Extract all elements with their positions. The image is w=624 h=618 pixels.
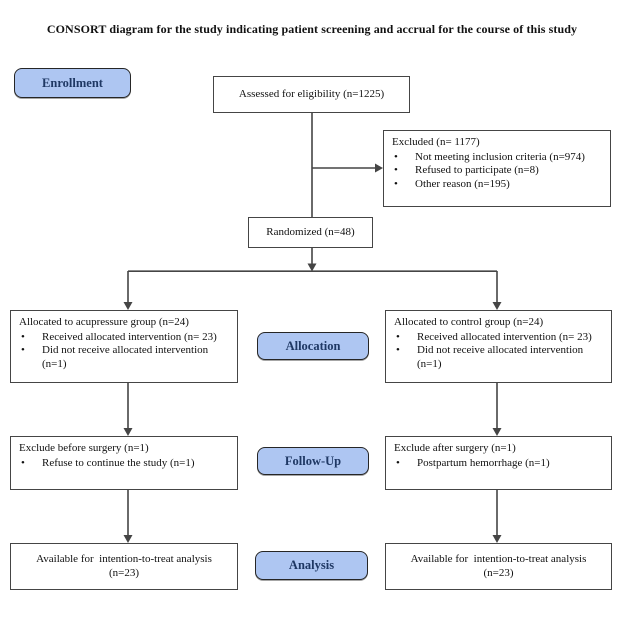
analysis-acupressure-text: Available for intention-to-treat analysi… (11, 544, 237, 589)
arrow-branch-to-acupressure (123, 271, 133, 310)
followup-control-heading: Exclude after surgery (n=1) (394, 442, 516, 454)
list-item: Other reason (n=195) (384, 178, 606, 192)
box-followup-acupressure: Exclude before surgery (n=1) Refuse to c… (10, 436, 238, 490)
followup-control-list: Postpartum hemorrhage (n=1) (386, 456, 611, 471)
excluded-list: Not meeting inclusion criteria (n=974) R… (384, 150, 610, 192)
arrow-branch-to-control (492, 271, 502, 310)
arrow-followup-to-analysis-right (492, 490, 502, 543)
allocated-acupressure-list: Received allocated intervention (n= 23) … (11, 330, 237, 372)
list-item: Did not receive allocated intervention (… (386, 344, 607, 371)
list-item: Did not receive allocated intervention (… (11, 344, 233, 371)
stage-label-allocation: Allocation (257, 332, 369, 360)
arrow-followup-to-analysis-left (123, 490, 133, 543)
excluded-heading: Excluded (n= 1177) (392, 136, 480, 148)
list-item: Received allocated intervention (n= 23) (386, 331, 607, 345)
allocated-control-list: Received allocated intervention (n= 23) … (386, 330, 611, 372)
stage-label-followup-text: Follow-Up (284, 453, 342, 468)
followup-acupressure-list: Refuse to continue the study (n=1) (11, 456, 237, 471)
box-analysis-acupressure: Available for intention-to-treat analysi… (10, 543, 238, 590)
analysis-line2: (n=23) (108, 566, 140, 579)
box-analysis-control: Available for intention-to-treat analysi… (385, 543, 612, 590)
arrow-to-excluded (312, 163, 383, 173)
assessed-text: Assessed for eligibility (n=1225) (238, 87, 385, 100)
followup-acupressure-heading: Exclude before surgery (n=1) (19, 442, 149, 454)
stage-label-allocation-text: Allocation (285, 338, 341, 353)
stage-label-enrollment-text: Enrollment (42, 75, 103, 90)
arrow-randomized-to-branch (307, 248, 317, 272)
list-item: Not meeting inclusion criteria (n=974) (384, 151, 606, 165)
randomized-text: Randomized (n=48) (266, 225, 355, 238)
analysis-control-text: Available for intention-to-treat analysi… (386, 544, 611, 589)
list-item: Refused to participate (n=8) (384, 164, 606, 178)
box-randomized: Randomized (n=48) (248, 217, 373, 248)
box-followup-control: Exclude after surgery (n=1) Postpartum h… (385, 436, 612, 490)
analysis-line2: (n=23) (483, 566, 514, 579)
allocated-control-heading: Allocated to control group (n=24) (394, 316, 544, 328)
stage-label-analysis-text: Analysis (288, 558, 335, 572)
list-item: Received allocated intervention (n= 23) (11, 331, 233, 345)
diagram-title: CONSORT diagram for the study indicating… (46, 22, 578, 36)
analysis-line1: Available for intention-to-treat analysi… (36, 553, 212, 565)
allocated-acupressure-heading: Allocated to acupressure group (n=24) (19, 316, 189, 328)
stage-label-enrollment: Enrollment (14, 68, 131, 98)
box-assessed-for-eligibility: Assessed for eligibility (n=1225) (213, 76, 410, 113)
stage-label-analysis: Analysis (255, 551, 368, 580)
arrow-alloc-to-followup-left (123, 383, 133, 436)
list-item: Postpartum hemorrhage (n=1) (386, 457, 607, 471)
box-excluded: Excluded (n= 1177) Not meeting inclusion… (383, 130, 611, 207)
box-allocated-acupressure: Allocated to acupressure group (n=24) Re… (10, 310, 238, 383)
arrow-alloc-to-followup-right (492, 383, 502, 436)
analysis-line1: Available for intention-to-treat analysi… (410, 553, 587, 565)
stage-label-followup: Follow-Up (257, 447, 369, 475)
list-item: Refuse to continue the study (n=1) (11, 457, 233, 471)
box-allocated-control: Allocated to control group (n=24) Receiv… (385, 310, 612, 383)
